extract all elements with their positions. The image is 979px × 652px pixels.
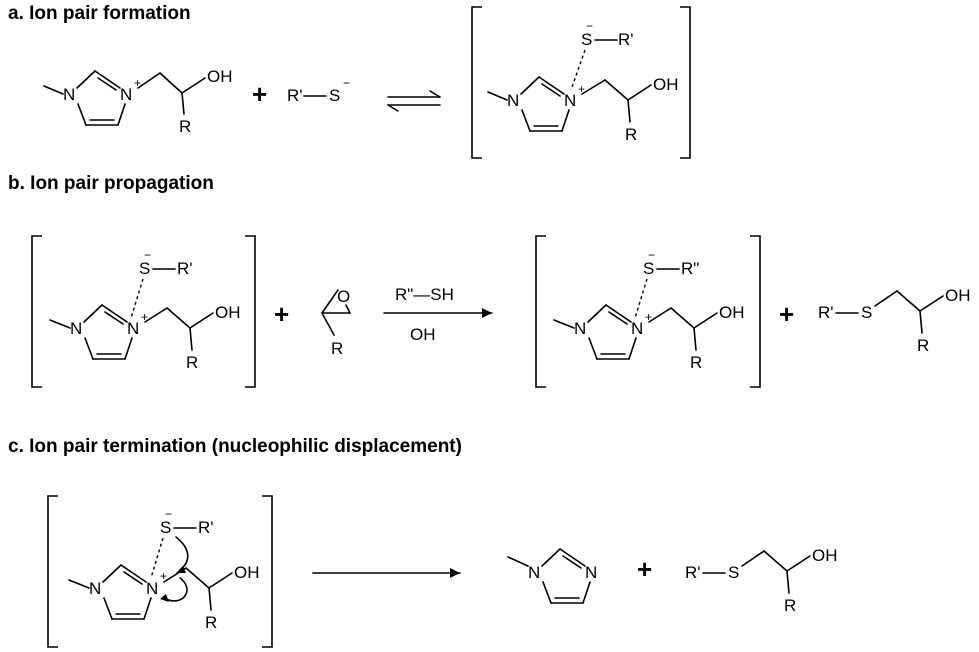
atom-n: N	[507, 91, 519, 110]
charge-minus: −	[144, 248, 151, 262]
group-oh: OH	[207, 67, 233, 86]
atom-s: S	[329, 86, 340, 105]
atom-n: N	[528, 563, 540, 582]
group-oh: OH	[234, 563, 260, 582]
thioether-product: R' S OH R	[685, 546, 838, 615]
reaction-arrow: R"—SH OH	[383, 285, 493, 344]
group-oh: OH	[945, 286, 971, 305]
imidazolium-cation: N N + OH R	[43, 67, 233, 136]
plus-sign: +	[637, 554, 652, 584]
ion-pair-complex: S − R' N N + OH R	[31, 235, 256, 388]
ion-pair-complex: S − R" N N + OH R	[535, 235, 761, 388]
group-r-prime: R'	[177, 259, 193, 278]
charge-plus: +	[141, 310, 148, 324]
charge-plus: +	[645, 310, 652, 324]
atom-n: N	[574, 319, 586, 338]
thioether-product: R' S OH R	[818, 286, 971, 355]
equilibrium-arrow	[387, 90, 441, 112]
charge-minus: −	[165, 507, 172, 521]
ion-pair-complex: S − R' N N + OH R	[47, 495, 273, 648]
atom-n-plus: N	[127, 319, 139, 338]
epoxide: O R	[321, 287, 351, 358]
atom-n-plus: N	[120, 85, 132, 104]
group-r: R	[186, 353, 198, 372]
section-a-heading: a. Ion pair formation	[8, 3, 191, 24]
atom-s: S	[139, 259, 150, 278]
group-oh: OH	[719, 303, 745, 322]
reagent-catalyst: OH	[410, 325, 436, 344]
reaction-arrow	[312, 568, 461, 578]
group-r: R	[625, 125, 637, 144]
atom-s: S	[861, 303, 872, 322]
charge-plus: +	[578, 82, 585, 96]
plus-sign: +	[252, 79, 267, 109]
group-r-prime: R'	[198, 518, 214, 537]
group-r-prime: R'	[618, 30, 634, 49]
group-oh: OH	[812, 546, 838, 565]
atom-n: N	[585, 563, 597, 582]
atom-n-plus: N	[146, 579, 158, 598]
ion-pair-complex: S − R' N N + OH R	[471, 6, 691, 159]
plus-sign: +	[779, 299, 794, 329]
group-r: R	[784, 596, 796, 615]
charge-minus: −	[343, 76, 350, 90]
group-oh: OH	[215, 303, 241, 322]
atom-n: N	[63, 85, 75, 104]
methylimidazole: N N	[507, 548, 597, 604]
charge-plus: +	[134, 76, 141, 90]
atom-n: N	[70, 319, 82, 338]
group-r-prime: R'	[818, 303, 834, 322]
charge-minus: −	[648, 248, 655, 262]
section-b-heading: b. Ion pair propagation	[8, 173, 214, 194]
group-r: R	[917, 336, 929, 355]
charge-plus: +	[160, 569, 167, 583]
group-r-double-prime: R"	[681, 259, 699, 278]
group-r: R	[690, 353, 702, 372]
atom-o: O	[337, 287, 350, 306]
group-r: R	[179, 117, 191, 136]
charge-minus: −	[586, 19, 593, 33]
group-r: R	[205, 613, 217, 632]
group-r-prime: R'	[287, 86, 303, 105]
plus-sign: +	[274, 299, 289, 329]
atom-n: N	[89, 579, 101, 598]
atom-s: S	[160, 518, 171, 537]
thiolate-anion: R' S −	[287, 76, 350, 105]
atom-s: S	[728, 563, 739, 582]
atom-s: S	[643, 259, 654, 278]
section-c-heading: c. Ion pair termination (nucleophilic di…	[8, 436, 462, 457]
group-r: R	[331, 339, 343, 358]
atom-n-plus: N	[564, 91, 576, 110]
reagent-thiol: R"—SH	[395, 285, 454, 304]
atom-n-plus: N	[631, 319, 643, 338]
group-r-prime: R'	[685, 563, 701, 582]
group-oh: OH	[653, 75, 679, 94]
atom-s: S	[581, 30, 592, 49]
